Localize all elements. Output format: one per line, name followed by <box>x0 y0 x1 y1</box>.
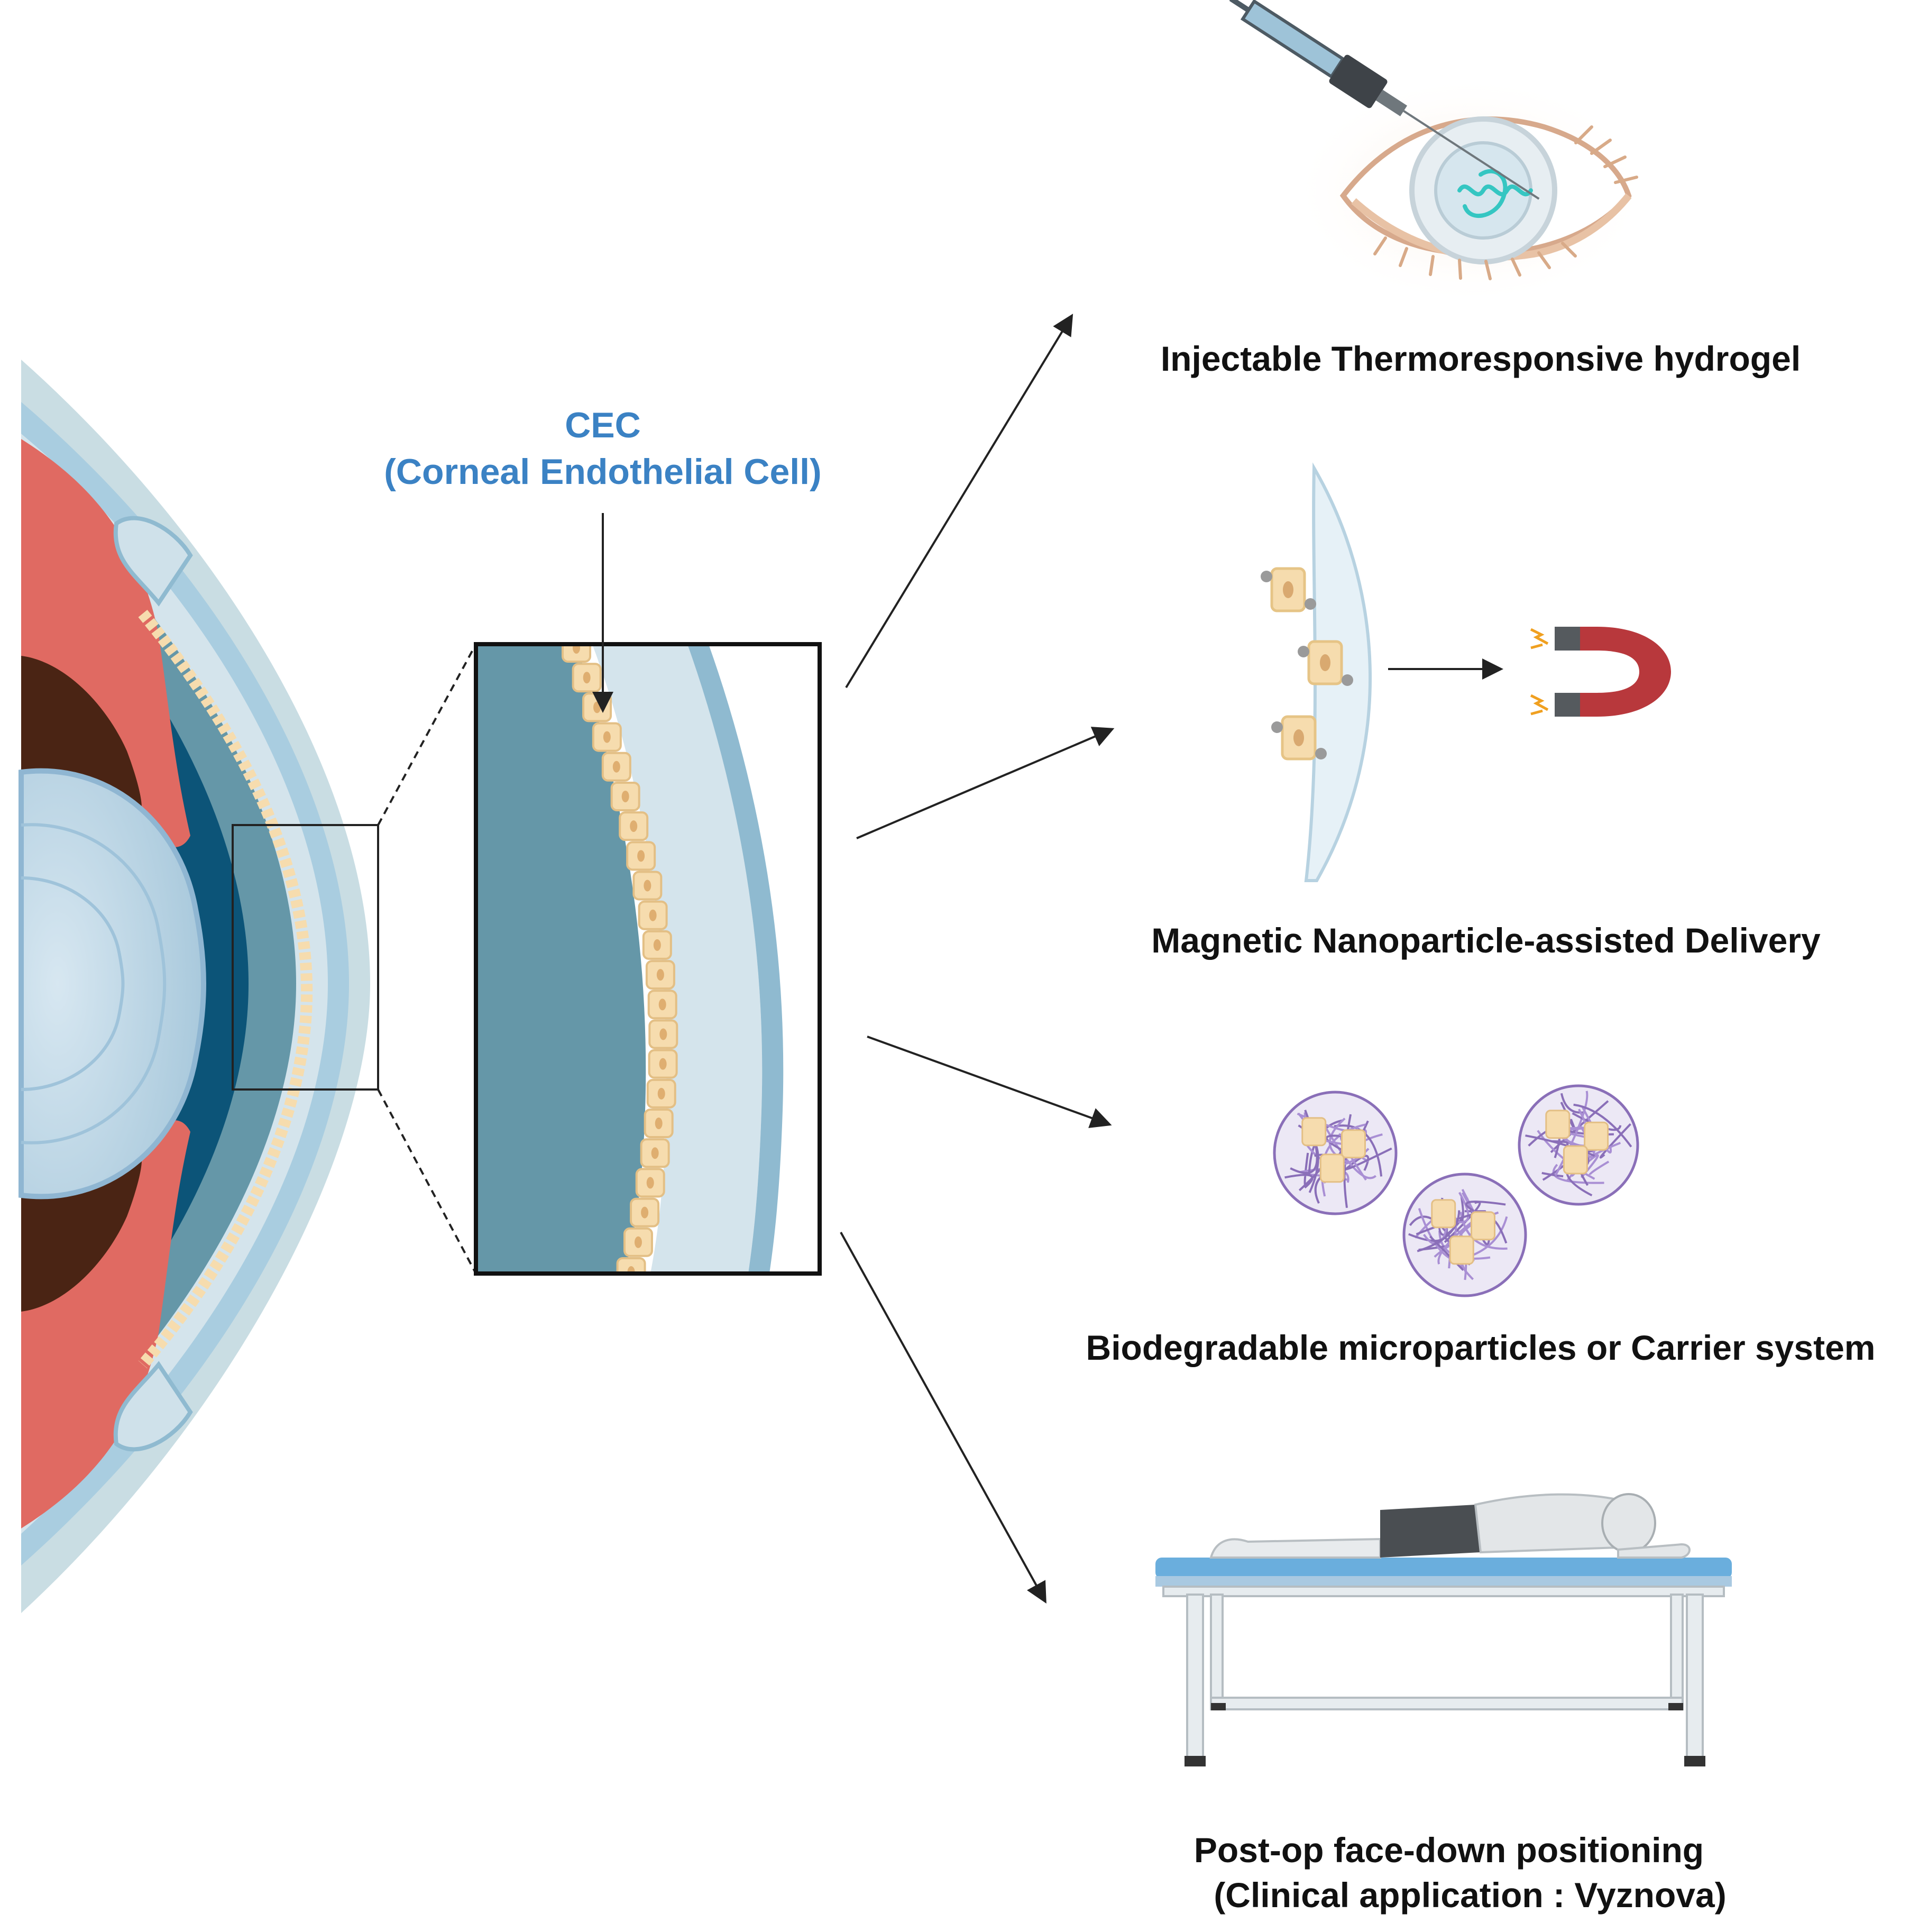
magnetic-cell-2 <box>1298 640 1353 686</box>
sclera-pad-upper <box>113 516 193 607</box>
zoom-inset-frame <box>474 642 822 1276</box>
cell-nucleus <box>593 701 601 713</box>
syringe <box>1229 0 1540 200</box>
carrier-cell <box>1431 1199 1456 1229</box>
carrier-cell <box>1563 1145 1588 1175</box>
cell-nucleus <box>656 969 664 981</box>
carrier-cell <box>1545 1110 1571 1139</box>
cell-nucleus <box>612 761 620 773</box>
cell-nucleus <box>644 880 651 892</box>
head <box>1601 1493 1656 1553</box>
microparticle-illustration <box>1273 1084 1639 1297</box>
arrow-to-hydrogel <box>845 314 1073 689</box>
arrow-to-positioning <box>840 1232 1046 1604</box>
horseshoe-magnet-icon <box>1530 627 1671 717</box>
carrier-cell <box>1449 1235 1474 1265</box>
microparticle-sphere-1 <box>1273 1091 1398 1215</box>
inset-chamber <box>476 644 646 1274</box>
cell-nucleus <box>637 850 645 862</box>
cell-nucleus <box>634 1236 642 1248</box>
hydrogel-coil <box>1457 169 1533 218</box>
zoom-source-box <box>232 824 379 1091</box>
cell-nucleus <box>657 1087 665 1100</box>
iris-lower <box>21 1120 190 1528</box>
inset-endothelial-cells <box>562 644 678 1274</box>
cell-nucleus <box>649 909 657 921</box>
inset-stroma <box>592 644 763 1274</box>
label-magnetic: Magnetic Nanoparticle-assisted Delivery <box>1151 921 1821 960</box>
cell-nucleus <box>653 939 661 951</box>
cell-nucleus <box>659 1058 667 1070</box>
cell-nucleus <box>621 790 629 802</box>
zoom-connector-top <box>377 644 477 826</box>
label-positioning: Post-op face-down positioning <box>1193 1830 1704 1870</box>
arrow-to-magnetic <box>856 727 1115 839</box>
shorts <box>1380 1505 1481 1558</box>
arrow-to-microparticles <box>867 1036 1112 1128</box>
cec-full-name: (Corneal Endothelial Cell) <box>384 452 822 492</box>
endothelium-layer <box>138 610 313 1369</box>
label-clinical-note: (Clinical application : Vyznova) <box>1214 1875 1727 1915</box>
cell-nucleus <box>641 1206 649 1219</box>
zoom-connector-bottom <box>377 1089 477 1274</box>
face-down-patient-illustration <box>1155 1493 1732 1766</box>
patient-figure <box>1209 1493 1691 1559</box>
lens <box>19 768 206 1200</box>
injection-eye-illustration <box>1229 0 1650 307</box>
carrier-cell <box>1584 1121 1609 1151</box>
cec-abbreviation: CEC <box>565 405 641 445</box>
exam-table <box>1155 1558 1732 1766</box>
cell-nucleus <box>658 999 666 1011</box>
eye-lower-lid <box>1351 193 1632 261</box>
zoom-inset <box>474 642 822 1276</box>
cell-nucleus <box>646 1177 654 1189</box>
magnetic-delivery-illustration <box>1261 462 1671 882</box>
inset-epithelium <box>687 644 784 1274</box>
cell-nucleus <box>583 672 591 684</box>
sclera-pad-lower <box>113 1361 193 1452</box>
method-arrows <box>840 314 1115 1604</box>
eye-cross-section <box>19 360 379 1613</box>
magnetic-cell-1 <box>1261 567 1316 612</box>
cell-nucleus <box>630 820 638 832</box>
carrier-cell <box>1471 1211 1495 1241</box>
label-hydrogel: Injectable Thermoresponsive hydrogel <box>1160 339 1801 378</box>
microparticle-sphere-2 <box>1518 1084 1639 1206</box>
carrier-cell <box>1341 1129 1366 1159</box>
cell-nucleus <box>659 1028 667 1040</box>
cell-nucleus <box>651 1147 659 1159</box>
eyelashes <box>1373 125 1638 280</box>
iris-upper <box>21 439 190 847</box>
label-microparticles: Biodegradable microparticles or Carrier … <box>1086 1328 1876 1367</box>
cec-label: CEC (Corneal Endothelial Cell) <box>370 402 836 495</box>
microparticle-sphere-3 <box>1402 1173 1527 1297</box>
cell-nucleus <box>655 1118 663 1130</box>
carrier-cell <box>1301 1117 1327 1147</box>
lens-ring-2 <box>21 876 125 1091</box>
cell-nucleus <box>603 731 611 743</box>
lens-ring-1 <box>21 823 167 1144</box>
carrier-cell <box>1319 1153 1345 1183</box>
cell-nucleus <box>573 644 580 654</box>
magnetic-cell-3 <box>1271 715 1327 761</box>
